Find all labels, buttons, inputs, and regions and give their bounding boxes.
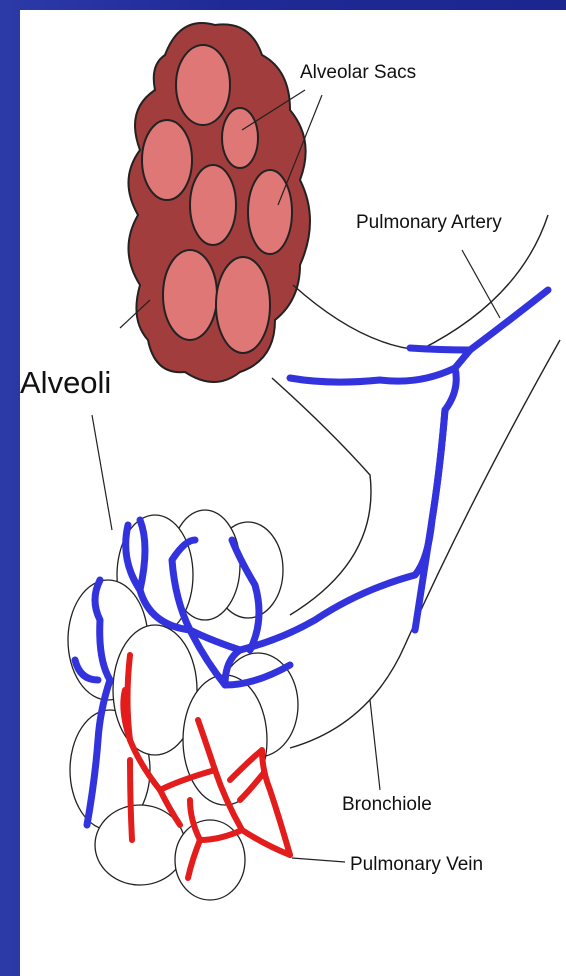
sac-alveolus — [176, 45, 230, 125]
lower-duct-line — [272, 378, 371, 615]
sac-alveolus — [216, 257, 270, 353]
sac-alveolus — [248, 170, 292, 254]
label-pulmonary-artery: Pulmonary Artery — [356, 212, 502, 233]
upper-duct-line — [293, 215, 548, 350]
sac-alveolus — [142, 120, 192, 200]
sac-alveolus — [163, 250, 217, 340]
artery-mid-branch — [432, 410, 445, 520]
leader-alveoli-bottom — [92, 415, 112, 530]
leader-pulmonary-vein — [292, 858, 345, 862]
label-alveolar-sacs: Alveolar Sacs — [300, 62, 416, 83]
sac-alveolus — [190, 165, 236, 245]
label-alveoli: Alveoli — [20, 365, 111, 400]
leader-bronchiole — [370, 700, 380, 790]
artery-top-branch — [410, 348, 470, 350]
bronchiole-outlines — [272, 215, 560, 748]
alveolar-sac-cluster — [128, 23, 310, 382]
artery-left-branch — [290, 368, 455, 382]
label-bronchiole: Bronchiole — [342, 794, 432, 815]
vein-branch-6 — [130, 760, 132, 840]
label-pulmonary-vein: Pulmonary Vein — [350, 854, 483, 875]
artery-main — [225, 290, 548, 685]
leader-pulmonary-artery — [462, 250, 500, 318]
sac-alveolus — [222, 108, 258, 168]
